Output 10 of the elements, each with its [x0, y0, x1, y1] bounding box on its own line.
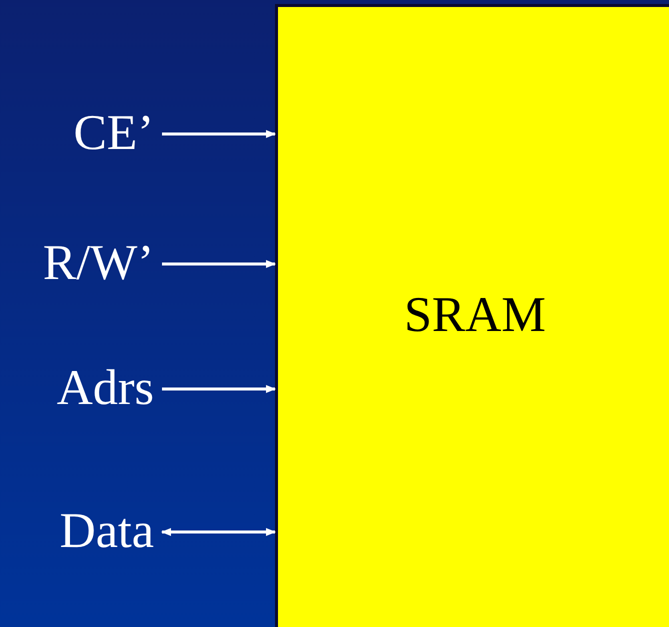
arrow — [162, 385, 276, 393]
arrow — [162, 260, 276, 268]
block-label: SRAM — [404, 286, 546, 342]
memory-block — [275, 4, 669, 627]
signal-label: Data — [15, 502, 154, 558]
signal-label: CE’ — [20, 104, 154, 160]
arrow — [161, 528, 276, 536]
signal-label: R/W’ — [8, 234, 154, 290]
arrow — [162, 130, 276, 138]
signal-label: Adrs — [15, 359, 154, 415]
